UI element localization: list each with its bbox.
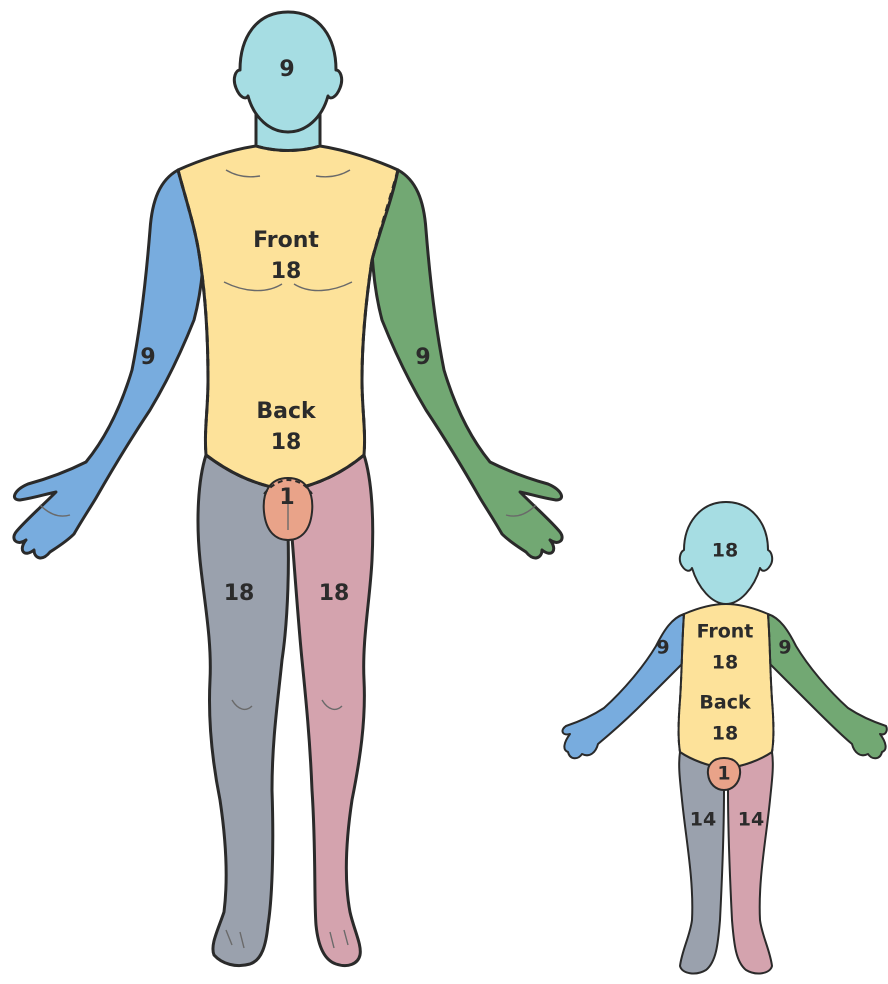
child-back-word: Back — [699, 692, 751, 714]
adult-front-value: 18 — [271, 259, 302, 284]
adult-right-arm — [371, 170, 562, 558]
child-back-value: 18 — [712, 723, 738, 745]
child-front-word: Front — [697, 621, 754, 643]
adult-figure: 9 Front 18 Back 18 9 9 1 18 18 — [14, 12, 562, 966]
adult-front-word: Front — [253, 228, 319, 253]
adult-left-arm-label: 9 — [140, 345, 155, 370]
adult-right-leg-label: 18 — [319, 581, 350, 606]
child-figure: 18 Front 18 Back 18 9 9 1 14 14 — [563, 502, 887, 973]
child-right-leg-label: 14 — [738, 809, 764, 831]
child-front-value: 18 — [712, 652, 738, 674]
adult-left-arm — [14, 170, 205, 558]
child-left-leg-label: 14 — [690, 809, 716, 831]
adult-back-value: 18 — [271, 430, 302, 455]
adult-genitals-label: 1 — [279, 485, 294, 510]
adult-head-label: 9 — [279, 57, 294, 82]
child-genitals-label: 1 — [717, 763, 730, 785]
adult-left-leg-label: 18 — [224, 581, 255, 606]
child-right-arm-label: 9 — [778, 637, 791, 659]
adult-right-arm-label: 9 — [415, 345, 430, 370]
child-left-arm-label: 9 — [656, 637, 669, 659]
child-head-label: 18 — [712, 540, 738, 562]
adult-back-word: Back — [256, 399, 317, 424]
